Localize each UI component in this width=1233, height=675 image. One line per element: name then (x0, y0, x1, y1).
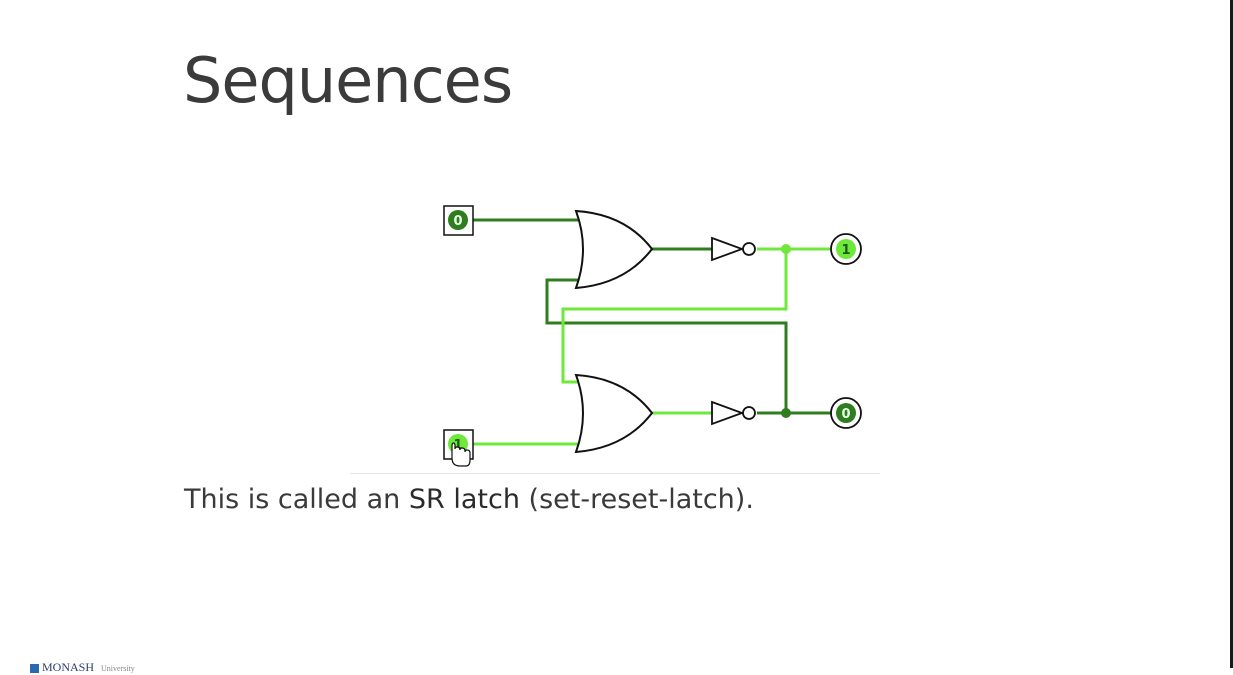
caption-emphasis: SR latch (408, 484, 520, 515)
junction-top (781, 244, 791, 254)
logo-text: MONASH (42, 660, 95, 674)
input-pin-top-value: 0 (453, 214, 462, 229)
junction-bottom (781, 408, 791, 418)
slide-title: Sequences (183, 44, 513, 117)
logo-mark-icon (30, 663, 39, 673)
or-gate-bottom (574, 373, 654, 454)
logo-subtext: University (101, 664, 135, 673)
not-gate-top (711, 236, 756, 262)
slide-border (1230, 0, 1233, 668)
output-pin-top-value: 1 (841, 243, 850, 258)
caption-divider (350, 473, 880, 474)
hand-pointer-icon (451, 442, 471, 467)
wire-feedback-bottom-to-top (545, 278, 788, 413)
caption-text-after: (set-reset-latch). (519, 484, 754, 515)
output-pin-bottom: 0 (830, 397, 862, 429)
wire-feedback-top-to-bottom (561, 249, 788, 384)
not-gate-bottom (711, 400, 756, 426)
or-gate-top (574, 209, 654, 290)
input-pin-top[interactable]: 0 (443, 205, 474, 236)
slide-caption: This is called an SR latch (set-reset-la… (184, 484, 754, 515)
output-pin-top: 1 (830, 233, 862, 265)
input-pin-bottom-value: 1 (453, 438, 462, 453)
caption-text-before: This is called an (184, 484, 409, 515)
output-pin-bottom-value: 0 (841, 407, 850, 422)
